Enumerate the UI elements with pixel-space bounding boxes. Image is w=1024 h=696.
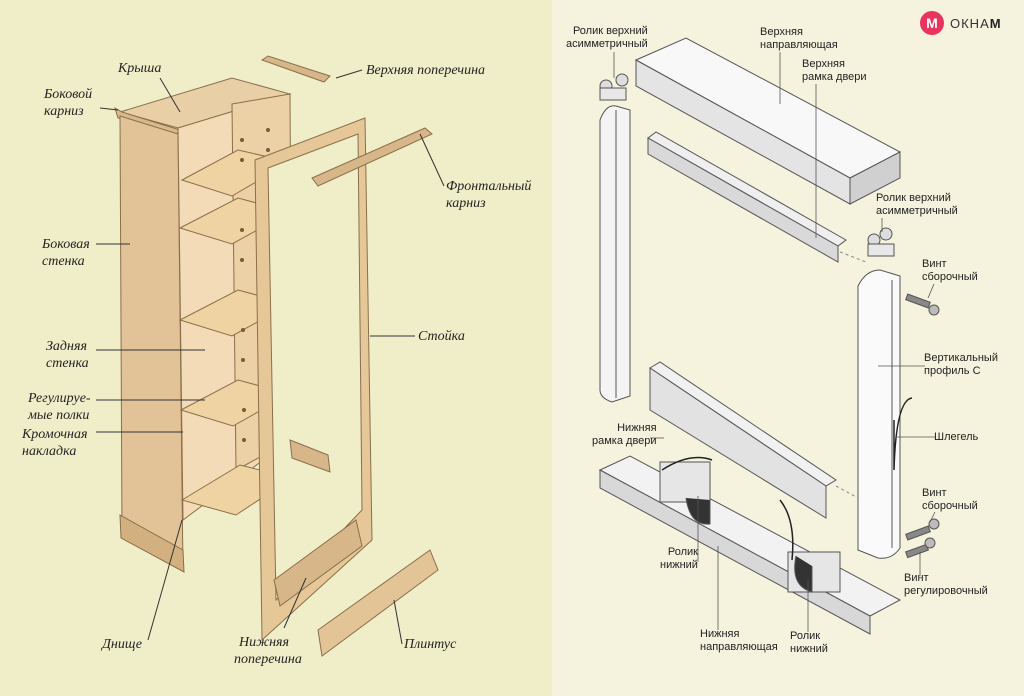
roller-top-left xyxy=(599,73,629,101)
left-vertical-profile xyxy=(599,105,631,403)
bottom-crossbar xyxy=(273,519,363,607)
label-front-cornice: Фронтальный карниз xyxy=(446,179,532,211)
label-vertical-profile: Вертикальный профиль С xyxy=(924,352,998,377)
side-piece xyxy=(289,439,331,473)
label-top-crossbar: Верхняя поперечина xyxy=(366,63,486,78)
roller-top-right xyxy=(867,227,895,257)
assembly-lines xyxy=(835,251,867,499)
left-leaders xyxy=(96,69,445,645)
top-guide-side xyxy=(849,151,901,205)
base xyxy=(119,514,185,573)
right-vertical-profile xyxy=(857,269,901,559)
bottom-guide-front xyxy=(599,469,871,635)
label-shelves: Регулируе- мые полки xyxy=(28,391,91,423)
side-cornice xyxy=(114,106,181,137)
bottom-door-frame-face xyxy=(649,367,827,519)
label-bottom-guide: Нижняя направляющая xyxy=(700,628,778,653)
roller-bottom-right xyxy=(779,499,841,593)
label-roller-bottom-right: Ролик нижний xyxy=(790,630,828,655)
label-bottom-door-frame: Нижняя рамка двери xyxy=(592,422,657,447)
label-top-door-frame: Верхняя рамка двери xyxy=(802,58,867,83)
top-door-frame-face xyxy=(647,137,839,263)
label-post: Стойка xyxy=(418,329,465,344)
label-bottom: Днище xyxy=(102,637,142,652)
label-roller-top-right: Ролик верхний асимметричный xyxy=(876,192,958,217)
label-screw-adjust: Винт регулировочный xyxy=(904,572,988,597)
label-screw-assembly-1: Винт сборочный xyxy=(922,258,978,283)
top-crossbar-piece xyxy=(260,55,331,83)
label-roller-bottom-left: Ролик нижний xyxy=(660,546,698,571)
screw-assembly-1 xyxy=(905,293,940,316)
label-bottom-crossbar: Нижняя поперечина xyxy=(234,635,302,667)
label-side-cornice: Боковой карниз xyxy=(44,87,93,119)
wardrobe-drawing xyxy=(114,55,439,657)
door-drawing xyxy=(598,37,940,635)
label-side-wall: Боковая стенка xyxy=(42,237,90,269)
label-schlegel: Шлегель xyxy=(934,431,979,443)
bottom-guide xyxy=(598,455,902,617)
label-roof: Крыша xyxy=(118,61,162,76)
schlegel xyxy=(893,397,913,471)
frame-opening xyxy=(267,133,363,602)
screw-adjust xyxy=(904,537,936,559)
logo-text: ОКНАМ xyxy=(950,15,1002,31)
plinth xyxy=(317,549,439,657)
screw-assembly-2 xyxy=(905,518,940,541)
label-back-wall: Задняя стенка xyxy=(46,339,89,371)
roller-bottom-left xyxy=(659,456,713,525)
label-screw-assembly-2: Винт сборочный xyxy=(922,487,978,512)
side-wall xyxy=(119,115,184,571)
label-plinth: Плинтус xyxy=(404,637,457,652)
right-leaders xyxy=(613,52,936,632)
label-roller-top-left: Ролик верхний асимметричный xyxy=(566,25,648,50)
okna-logo: M ОКНАМ xyxy=(920,11,1002,35)
label-top-guide: Верхняя направляющая xyxy=(760,26,838,51)
label-edge-trim: Кромочная накладка xyxy=(22,427,88,459)
front-cornice xyxy=(311,127,433,187)
logo-badge: M xyxy=(920,11,944,35)
